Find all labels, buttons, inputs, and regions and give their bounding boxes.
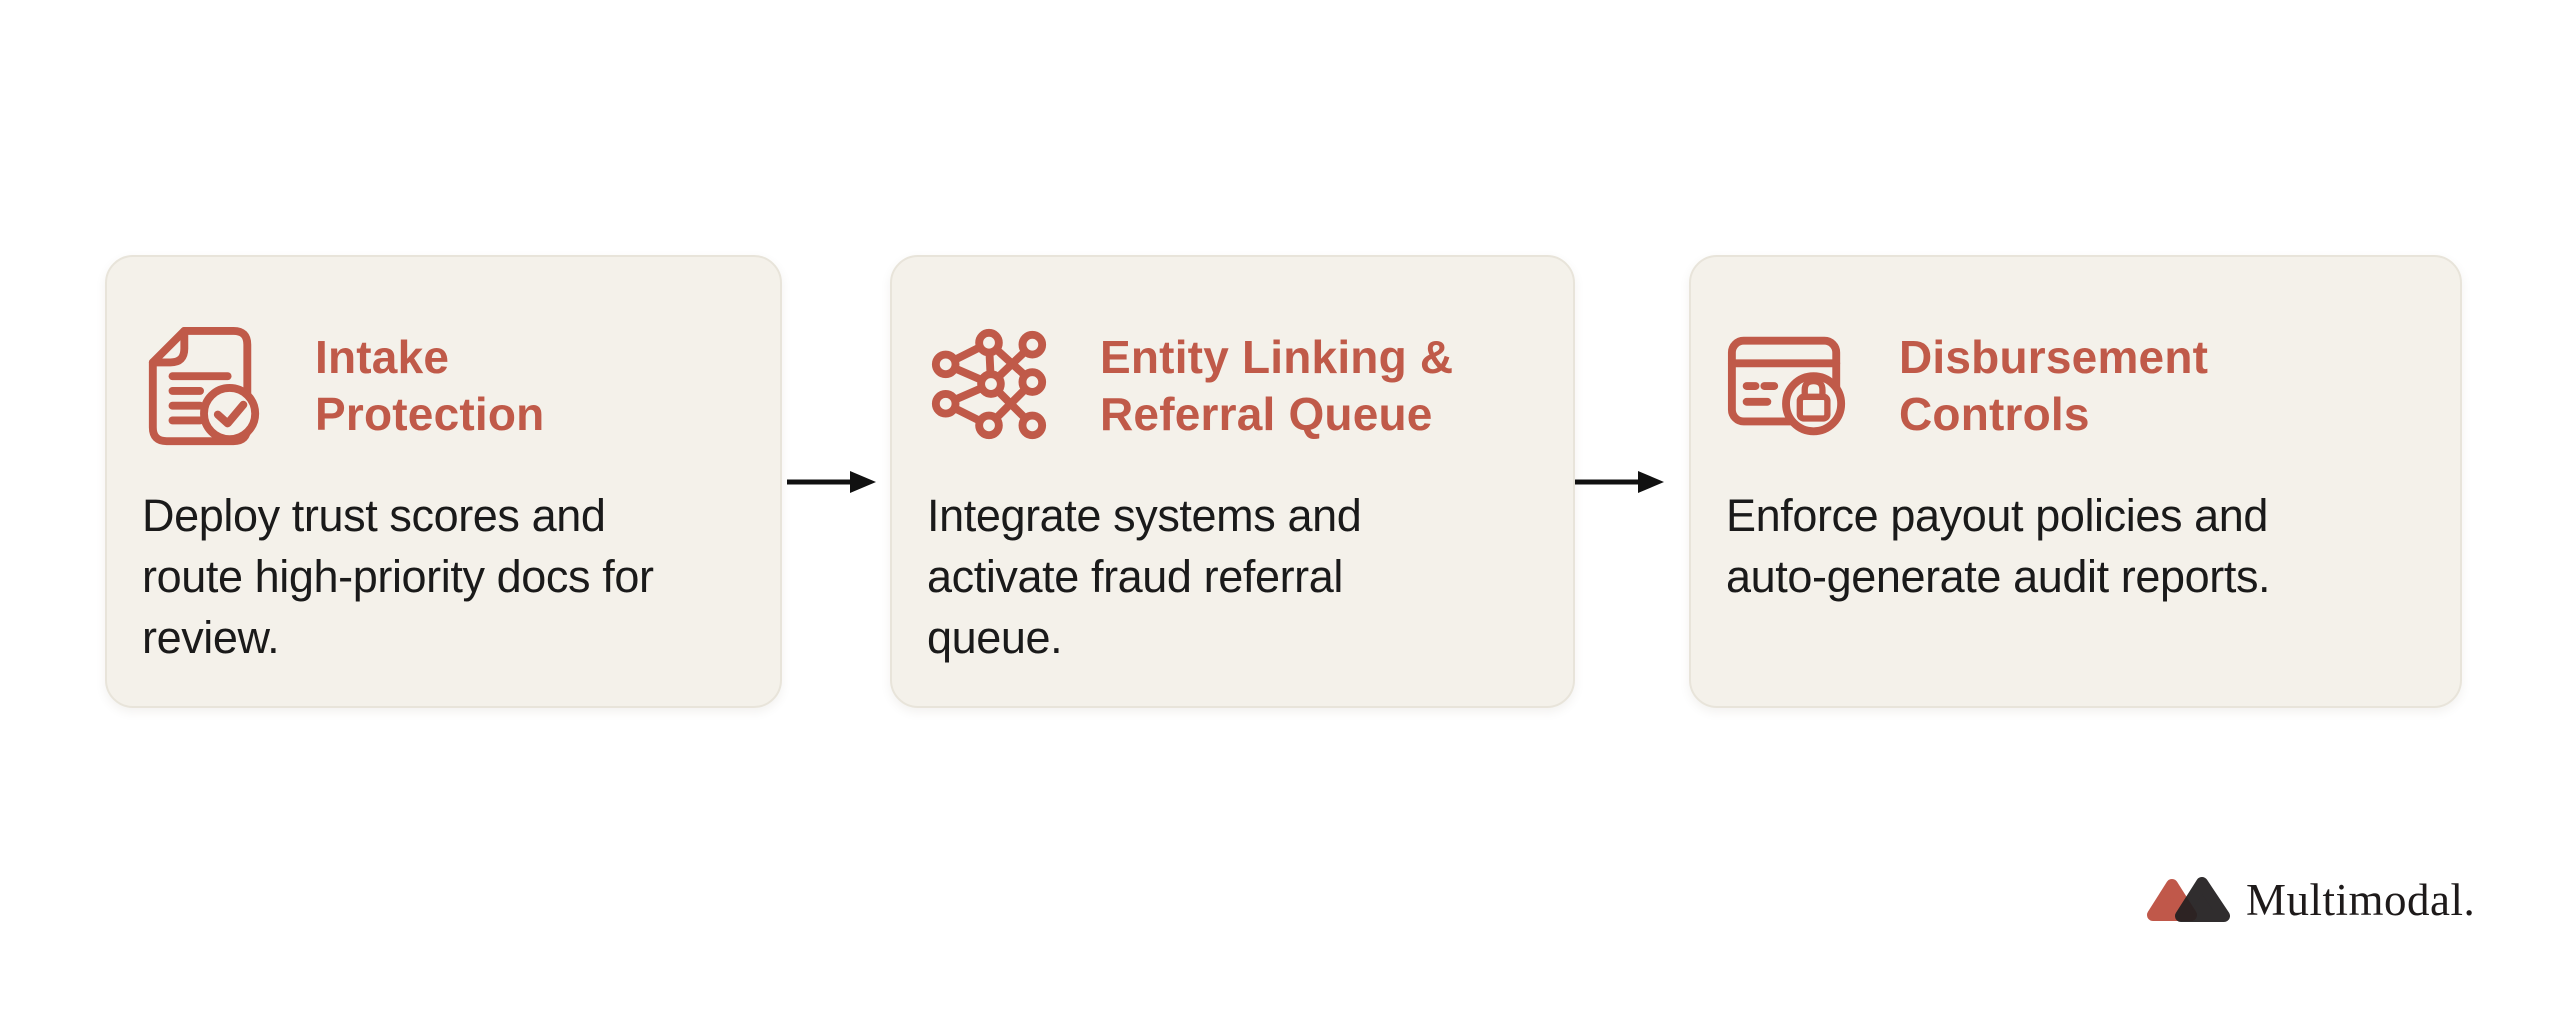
step1-header: Intake Protection [141, 323, 760, 449]
arrow-right-icon [1575, 471, 1664, 493]
brand-logo: Multimodal. [2146, 874, 2475, 926]
step2-title: Entity Linking & Referral Queue [1100, 331, 1454, 440]
step2-description: Integrate systems and activate fraud ref… [927, 490, 1362, 663]
step1-title: Intake Protection [315, 331, 545, 440]
step-card-intake-protection: Intake Protection Deploy trust scores an… [105, 255, 782, 708]
document-check-icon [148, 326, 260, 446]
arrow-right-icon [787, 471, 876, 493]
multimodal-logo-icon [2147, 877, 2230, 922]
step2-header: Entity Linking & Referral Queue [926, 323, 1553, 449]
step3-header: Disbursement Controls [1725, 323, 2440, 449]
step3-description: Enforce payout policies and auto-generat… [1726, 490, 2271, 602]
step3-title: Disbursement Controls [1899, 331, 2209, 440]
network-graph-icon [931, 328, 1047, 440]
brand-name: Multimodal. [2246, 875, 2476, 925]
step1-description: Deploy trust scores and route high-prior… [142, 490, 654, 663]
step-card-disbursement-controls: Disbursement Controls Enforce payout pol… [1689, 255, 2462, 708]
step-card-entity-linking: Entity Linking & Referral Queue Integrat… [890, 255, 1575, 708]
card-lock-icon [1727, 336, 1846, 436]
